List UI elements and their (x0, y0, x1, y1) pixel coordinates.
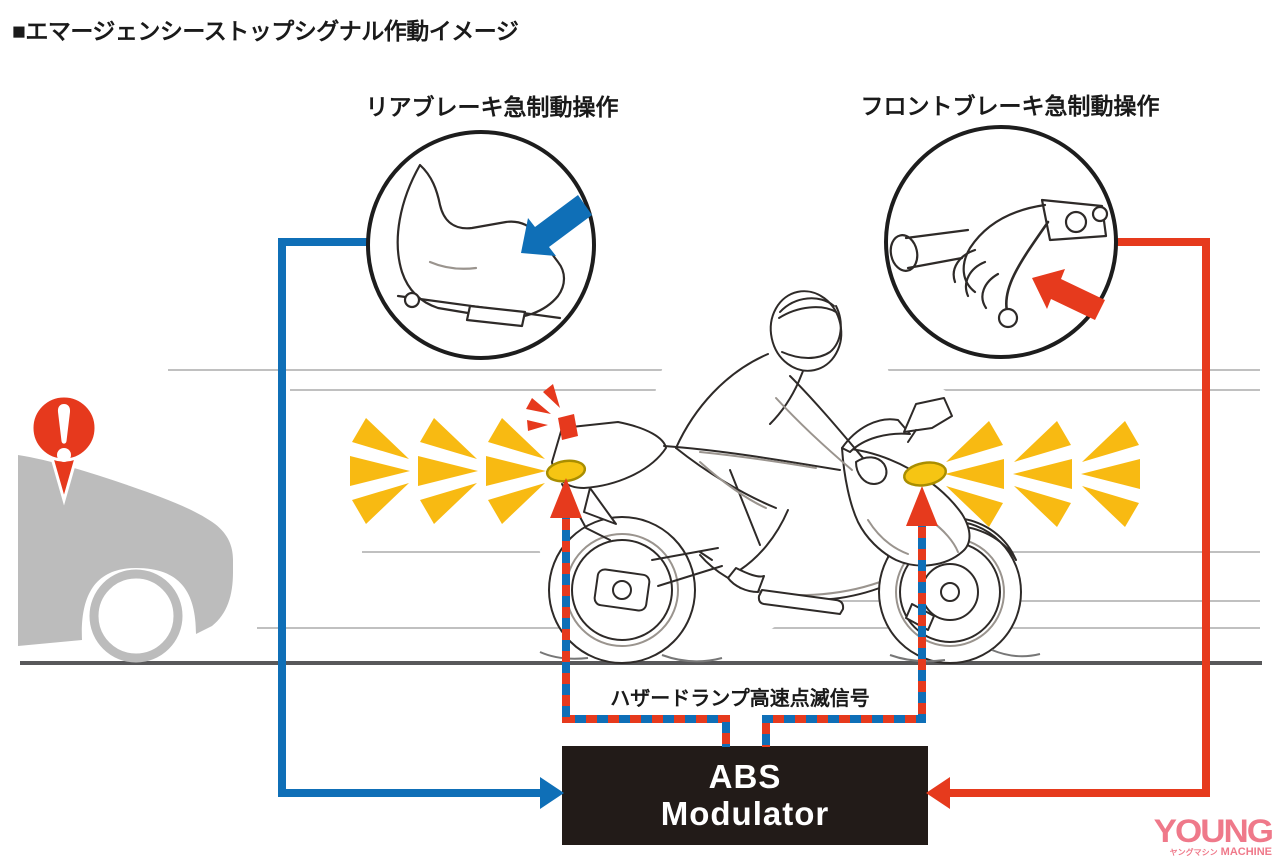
warning-icon (30, 394, 98, 506)
car-silhouette (18, 455, 233, 663)
rear-brake-signal-path (278, 238, 564, 809)
rear-turn-signal (545, 459, 587, 483)
front-brake-circle (884, 125, 1118, 359)
watermark-machine: MACHINE (1220, 846, 1272, 858)
front-brake-label: フロントブレーキ急制動操作 (860, 93, 1160, 119)
hazard-flash-right (945, 421, 1140, 527)
turn-signal-lamps (545, 459, 948, 487)
front-signal-arrowhead (906, 486, 938, 526)
front-brake-signal-path (926, 238, 1210, 809)
watermark-katakana: ヤングマシン (1169, 848, 1218, 857)
rear-brake-circle (366, 130, 596, 360)
hazard-signal-paths (550, 478, 938, 747)
page-title: ■エマージェンシーストップシグナル作動イメージ (12, 18, 519, 44)
rear-signal-arrowhead (550, 478, 582, 518)
red-press-arrow-icon (1032, 269, 1105, 320)
motorcycle-illustration (548, 290, 1022, 664)
brake-light-flash (526, 384, 578, 440)
front-turn-signal (902, 461, 948, 487)
hazard-flash-left (350, 418, 546, 524)
watermark-young: YOUNG (1153, 813, 1274, 850)
hazard-signal-label: ハザードランプ高速点滅信号 (610, 688, 870, 710)
blue-press-arrow-icon (521, 195, 592, 256)
rear-brake-label: リアブレーキ急制動操作 (365, 94, 619, 120)
abs-modulator-box (562, 746, 928, 845)
abs-modulator-line2: Modulator (660, 794, 830, 832)
abs-modulator-line1: ABS (708, 757, 782, 795)
skid-swoosh-marks (539, 649, 1041, 663)
abs-modulator-label: ABS Modulator (562, 746, 928, 845)
